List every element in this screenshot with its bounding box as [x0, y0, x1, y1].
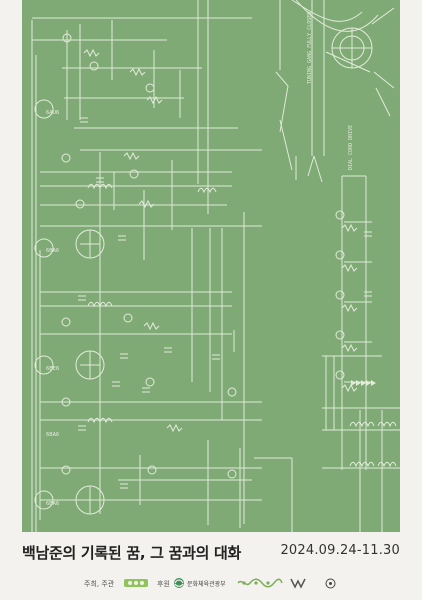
dial-mechanism: [325, 7, 395, 117]
component-nodes: [61, 33, 345, 479]
support-label: 후원: [157, 580, 170, 588]
poster-title-row: 백남준의 기록된 꿈, 그 꿈과의 대화 2024.09.24-11.30: [22, 540, 400, 566]
credits-bar: 주최, 주관 후원 문화체육관광부: [0, 574, 422, 594]
partner-logo-a: [236, 575, 284, 591]
poster-background: [22, 0, 400, 532]
partner-logo-b-icon: [290, 578, 306, 589]
dial-note: DIAL CORD DRIVE: [348, 125, 354, 170]
poster-artwork: 6AU6 6BA6 6BE6 6BA6 6BA6 TUNING GANG FUL…: [22, 0, 400, 532]
partner-logo-a-icon: [237, 578, 283, 588]
poster-title: 백남준의 기록된 꿈, 그 꿈과의 대화: [22, 544, 242, 562]
tube-label-2: 6BA6: [46, 248, 59, 254]
circuit-diagram: 6AU6 6BA6 6BE6 6BA6 6BA6 TUNING GANG FUL…: [22, 0, 400, 532]
ministry-logo-icon: [174, 578, 184, 588]
tube-label-4: 6BA6: [46, 432, 59, 438]
organizer-logo: [124, 575, 148, 591]
organizer-logo-icon: [124, 579, 148, 587]
paper-texture: [22, 0, 400, 532]
partner-logo-b: [290, 575, 306, 591]
coil-marks: [87, 183, 397, 468]
partner-logo-c-icon: [325, 578, 336, 588]
partner-logo-c: [325, 575, 336, 591]
ministry-name: 문화체육관광부: [187, 580, 226, 588]
schematic-labels: 6AU6 6BA6 6BE6 6BA6 6BA6: [46, 110, 59, 507]
vacuum-tubes: [34, 99, 105, 515]
tube-label-3: 6BE6: [46, 366, 59, 372]
capacitor-marks: [78, 117, 372, 489]
exhibition-dates: 2024.09.24-11.30: [280, 543, 400, 558]
resistor-marks: [83, 48, 358, 433]
tuning-note: TUNING GANG FULLY CLOSED: [307, 12, 313, 84]
organizer-label: 주최, 주관: [84, 580, 115, 588]
signal-arrows: [351, 380, 376, 386]
vertical-notes: TUNING GANG FULLY CLOSED DIAL CORD DRIVE: [307, 12, 354, 170]
tube-label-1: 6AU6: [46, 110, 59, 116]
tube-label-5: 6BA6: [46, 501, 59, 507]
ministry-logo: 문화체육관광부: [173, 575, 226, 591]
schematic-wires: [31, 0, 400, 532]
